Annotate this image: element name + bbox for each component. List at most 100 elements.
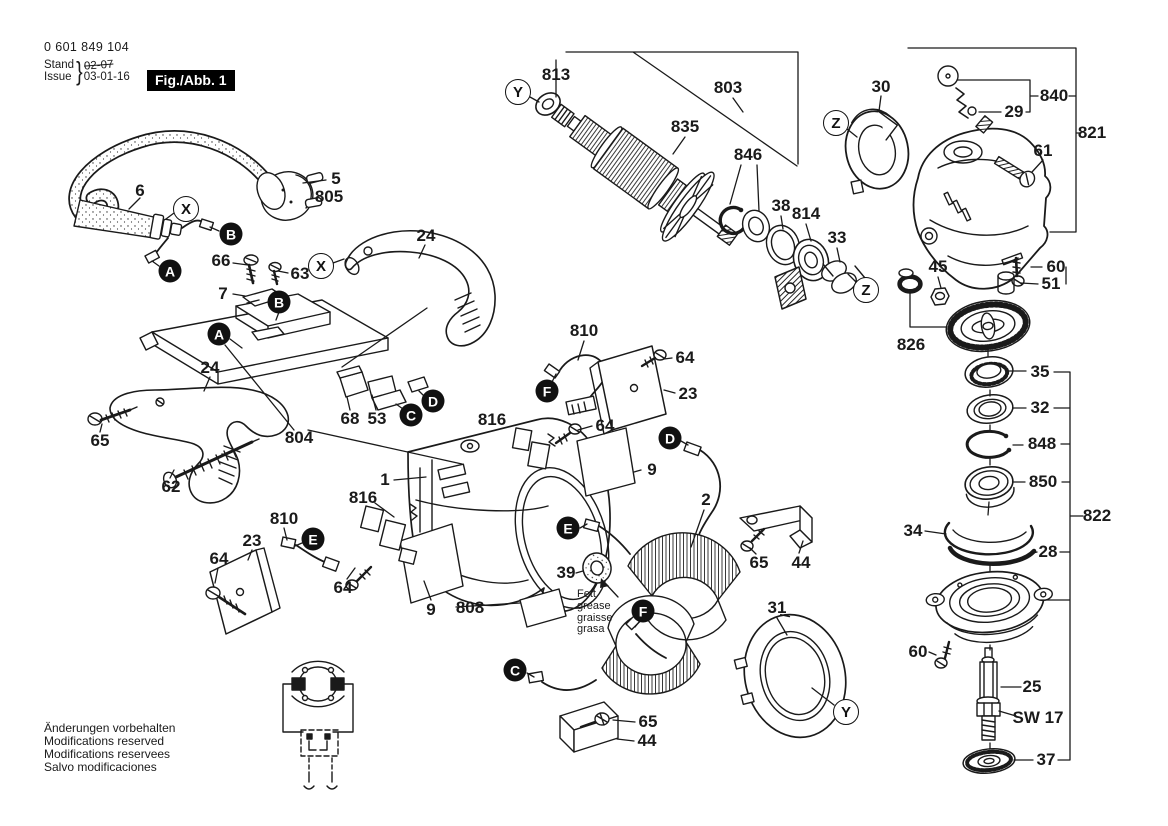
field-wire-e — [582, 518, 631, 555]
callout-d-filled: D — [658, 426, 682, 450]
grease-note-line: graisse — [577, 611, 613, 624]
callout-f-filled: F — [535, 379, 559, 403]
foot-mid — [739, 505, 813, 549]
part-label-61: 61 — [1033, 141, 1053, 160]
seal-32 — [966, 394, 1014, 424]
part-label-840: 840 — [1039, 86, 1069, 105]
issue-block: Stand Issue } 02-07 03-01-16 — [44, 58, 130, 84]
part-label-63: 63 — [290, 264, 310, 283]
part-label-808: 808 — [455, 598, 485, 617]
callout-y-outline: Y — [833, 699, 859, 725]
part-label-sw-17: SW 17 — [1012, 708, 1064, 727]
brush-holder-center — [511, 427, 556, 470]
part-label-33: 33 — [827, 228, 847, 247]
part-label-848: 848 — [1027, 434, 1057, 453]
callout-z-outline: Z — [853, 277, 879, 303]
part-label-810: 810 — [569, 321, 599, 340]
ball-29 — [967, 106, 977, 116]
part-label-31: 31 — [767, 598, 787, 617]
part-label-28: 28 — [1038, 542, 1058, 561]
part-label-821: 821 — [1077, 123, 1107, 142]
part-label-65: 65 — [638, 712, 658, 731]
callout-b-filled: B — [267, 290, 291, 314]
wiring-diagram — [282, 660, 354, 790]
field-wire-c — [527, 670, 597, 691]
label-plate-808 — [519, 588, 567, 628]
switch-slider-parts — [336, 365, 429, 411]
screw-65-bottom — [579, 712, 610, 729]
bearing-cover-31 — [733, 613, 847, 739]
footer-line: Modifications reservees — [44, 746, 171, 761]
bearing-813 — [535, 92, 561, 116]
part-label-34: 34 — [903, 521, 923, 540]
callout-b-filled: B — [219, 222, 243, 246]
clamping-ring-30 — [844, 108, 910, 195]
part-label-45: 45 — [928, 257, 948, 276]
cord-sleeve — [73, 199, 215, 264]
part-label-813: 813 — [541, 65, 571, 84]
bearing-35 — [964, 356, 1014, 388]
part-label-65: 65 — [90, 431, 110, 450]
part-label-64: 64 — [209, 549, 229, 568]
part-label-60: 60 — [1046, 257, 1066, 276]
callout-c-filled: C — [399, 403, 423, 427]
callout-z-outline: Z — [823, 110, 849, 136]
screw-66 — [243, 254, 259, 285]
mains-plug — [256, 171, 324, 221]
part-label-51: 51 — [1041, 274, 1061, 293]
ring-38 — [765, 224, 801, 266]
issue-date: 03-01-16 — [83, 71, 130, 83]
washer-846 — [741, 209, 771, 243]
bearing-850 — [964, 466, 1015, 508]
washer-37 — [962, 748, 1016, 774]
grease-note-line: grease — [577, 599, 611, 612]
part-label-64: 64 — [595, 416, 615, 435]
part-label-814: 814 — [791, 204, 821, 223]
part-label-804: 804 — [284, 428, 314, 447]
bearing-flange — [925, 570, 1053, 644]
footer-line: Modifications reserved — [44, 733, 165, 748]
part-label-35: 35 — [1030, 362, 1050, 381]
callout-c-filled: C — [503, 658, 527, 682]
screw-60-right — [1011, 256, 1025, 287]
drawing-header: 0 601 849 104 Stand Issue } 02-07 03-01-… — [44, 40, 130, 84]
part-label-835: 835 — [670, 117, 700, 136]
screw-64-brushholder-left — [345, 565, 373, 591]
bevel-gear-826 — [945, 299, 1031, 353]
screw-61 — [993, 155, 1036, 188]
callout-a-filled: A — [158, 259, 182, 283]
part-label-24: 24 — [416, 226, 436, 245]
callout-d-filled: D — [421, 389, 445, 413]
part-label-805: 805 — [314, 187, 344, 206]
brush-wire-left — [280, 536, 340, 572]
grease-note-line: Fett — [577, 588, 596, 600]
leader-lines — [99, 47, 1084, 761]
brush-cover-left — [209, 547, 281, 635]
armature-835 — [550, 103, 739, 246]
part-label-846: 846 — [733, 145, 763, 164]
part-label-25: 25 — [1022, 677, 1042, 696]
air-deflector — [774, 266, 807, 310]
part-label-6: 6 — [135, 181, 145, 200]
part-label-816: 816 — [348, 488, 378, 507]
part-label-60: 60 — [908, 642, 928, 661]
screw-65-left — [87, 406, 138, 426]
callout-e-filled: E — [556, 516, 580, 540]
part-label-37: 37 — [1036, 750, 1056, 769]
brush-cover-right — [589, 345, 667, 435]
part-label-5: 5 — [331, 169, 341, 188]
part-label-32: 32 — [1030, 398, 1050, 417]
part-label-30: 30 — [871, 77, 891, 96]
part-label-29: 29 — [1004, 102, 1024, 121]
part-label-24: 24 — [200, 358, 220, 377]
pinion-45 — [897, 268, 950, 306]
part-label-803: 803 — [713, 78, 743, 97]
part-label-53: 53 — [367, 409, 387, 428]
figure-label: Fig./Abb. 1 — [147, 70, 235, 91]
screw-64-left — [205, 586, 247, 616]
part-label-2: 2 — [701, 490, 711, 509]
